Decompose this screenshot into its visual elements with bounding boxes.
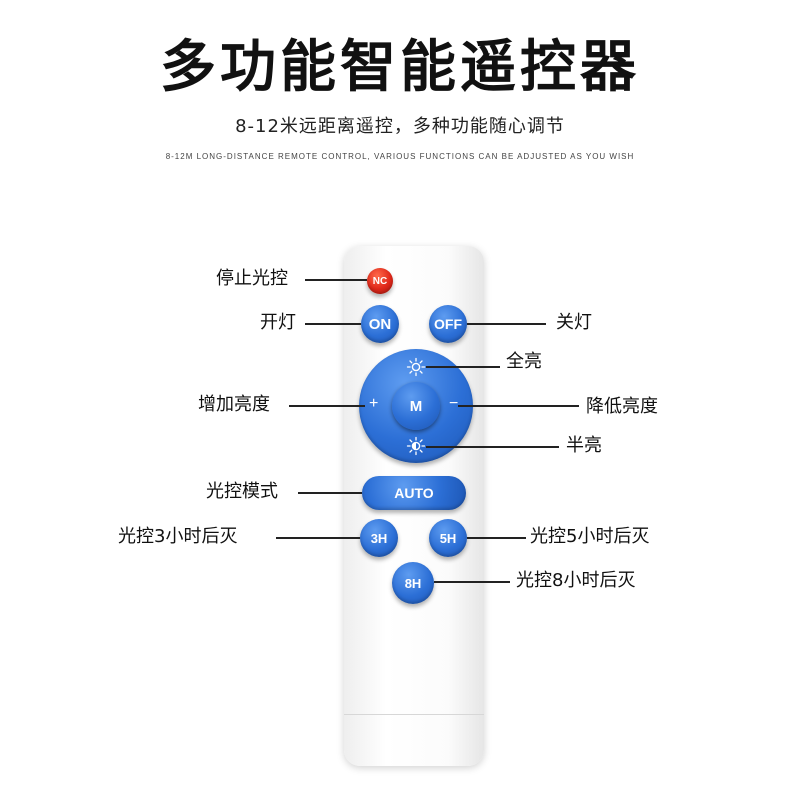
leader-line <box>458 405 579 407</box>
leader-line <box>305 279 367 281</box>
leader-line <box>426 366 500 368</box>
on-button[interactable]: ON <box>361 305 399 343</box>
timer-8h-button[interactable]: 8H <box>392 562 434 604</box>
label-off-after-3h: 光控3小时后灭 <box>118 526 238 547</box>
label-turn-off: 关灯 <box>556 312 592 333</box>
page-title: 多功能智能遥控器 <box>160 35 640 100</box>
plus-symbol[interactable]: + <box>369 395 379 412</box>
sun-icon[interactable] <box>406 357 426 377</box>
english-subtitle: 8-12M LONG-DISTANCE REMOTE CONTROL, VARI… <box>165 152 635 161</box>
leader-line <box>305 323 361 325</box>
label-increase-brightness: 增加亮度 <box>198 394 270 415</box>
label-turn-on: 开灯 <box>260 312 296 333</box>
leader-line <box>467 537 526 539</box>
mode-button[interactable]: M <box>392 382 440 430</box>
leader-line <box>289 405 365 407</box>
leader-line <box>434 581 510 583</box>
remote-seam <box>344 714 484 715</box>
minus-symbol[interactable]: − <box>449 395 459 412</box>
auto-button[interactable]: AUTO <box>362 476 466 510</box>
leader-line <box>276 537 360 539</box>
label-full-bright: 全亮 <box>506 351 542 372</box>
timer-3h-button[interactable]: 3H <box>360 519 398 557</box>
off-button[interactable]: OFF <box>429 305 467 343</box>
label-decrease-brightness: 降低亮度 <box>586 396 658 417</box>
page-subtitle: 8-12米远距离遥控，多种功能随心调节 <box>235 116 565 137</box>
timer-5h-button[interactable]: 5H <box>429 519 467 557</box>
label-stop-light-control: 停止光控 <box>216 268 288 289</box>
leader-line <box>426 446 559 448</box>
label-off-after-5h: 光控5小时后灭 <box>530 526 650 547</box>
half-sun-icon[interactable] <box>406 436 426 456</box>
leader-line <box>467 323 546 325</box>
leader-line <box>298 492 362 494</box>
label-light-control-mode: 光控模式 <box>206 481 278 502</box>
label-off-after-8h: 光控8小时后灭 <box>516 570 636 591</box>
nc-button[interactable]: NC <box>367 268 393 294</box>
label-half-bright: 半亮 <box>566 435 602 456</box>
